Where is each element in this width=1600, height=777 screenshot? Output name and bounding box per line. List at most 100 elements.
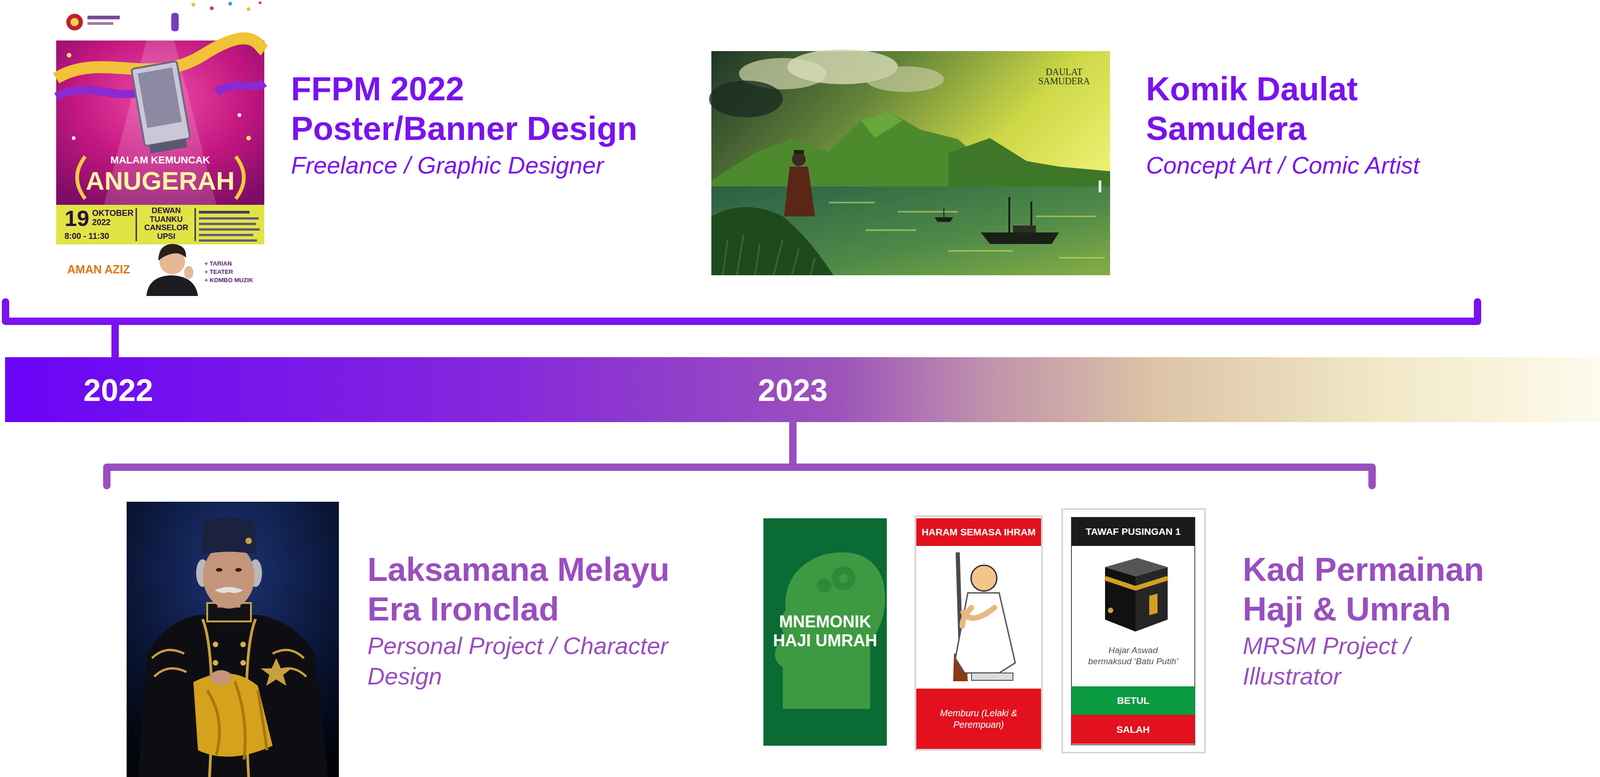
project-entry: Kad Permainan Haji & UmrahMRSM Project /…	[1242, 549, 1519, 692]
comic-landscape	[784, 166, 815, 217]
project-entry: Komik Daulat SamuderaConcept Art / Comic…	[1146, 69, 1423, 181]
question-card	[915, 516, 1042, 751]
answer-card	[1135, 567, 1168, 632]
card-text: Hajar Aswad bermaksud ‘Batu Putih’	[1071, 640, 1195, 673]
poster-illustration	[149, 139, 187, 154]
poster-illustration	[71, 136, 76, 140]
poster-illustration	[56, 204, 265, 245]
poster-illustration	[246, 135, 251, 141]
card-text: Memburu (Lelaki & Perempuan)	[916, 688, 1042, 750]
poster-illustration	[56, 0, 265, 297]
poster-text: + TARIAN	[204, 260, 264, 268]
character-illustration	[126, 501, 339, 777]
poster-illustration	[235, 156, 245, 199]
top-bracket	[111, 321, 119, 360]
comic-landscape	[791, 152, 806, 167]
comic-landscape	[980, 232, 1059, 245]
project-entry: Laksamana Melayu Era IroncladPersonal Pr…	[367, 549, 690, 692]
card-text: BETUL	[1071, 686, 1195, 716]
poster-illustration	[66, 52, 72, 58]
poster-illustration	[246, 7, 251, 12]
card-text: TAWAF PUSINGAN 1	[1071, 517, 1195, 547]
poster-text: 19	[62, 207, 92, 231]
poster-text: 8:00 - 11:30	[64, 232, 134, 242]
comic-landscape	[865, 66, 944, 93]
poster-illustration	[191, 2, 196, 7]
character-illustration	[212, 641, 219, 648]
answer-card	[1105, 567, 1136, 632]
comic-landscape	[934, 217, 954, 222]
project-entry: FFPM 2022 Poster/Banner DesignFreelance …	[290, 69, 655, 181]
poster-text: + TEATER	[204, 268, 264, 276]
poster-text: MALAM KEMUNCAK	[68, 154, 253, 166]
project-title: Kad Permainan Haji & Umrah	[1242, 549, 1519, 629]
poster-illustration	[198, 210, 250, 214]
character-illustration	[138, 615, 328, 777]
answer-card	[1149, 593, 1158, 616]
poster-illustration	[258, 1, 262, 5]
question-card	[955, 593, 1016, 674]
poster-illustration	[209, 6, 214, 11]
bottom-bracket	[789, 421, 797, 468]
mnemonic-card: MNEMONIK HAJI UMRAH	[763, 518, 887, 746]
poster-illustration	[184, 266, 194, 280]
year-label: 2022	[72, 371, 165, 409]
answer-card	[1071, 686, 1195, 716]
poster-illustration	[87, 22, 114, 25]
project-title: Laksamana Melayu Era Ironclad	[367, 549, 690, 629]
comic-landscape	[722, 234, 815, 276]
character-illustration	[209, 670, 233, 686]
poster-illustration	[131, 61, 191, 147]
answer-card	[1071, 715, 1195, 745]
poster-illustration	[171, 12, 179, 32]
comic-landscape	[709, 49, 1111, 276]
comic-landscape	[709, 80, 783, 118]
project-title: FFPM 2022 Poster/Banner Design	[290, 69, 655, 149]
poster-illustration	[198, 217, 259, 220]
character-illustration	[201, 517, 257, 555]
poster-illustration	[198, 233, 254, 237]
comic-landscape	[711, 207, 834, 276]
comic-landscape	[861, 111, 903, 139]
mnemonic-card	[816, 578, 832, 594]
comic-landscape	[711, 51, 1111, 276]
year-label: 2023	[746, 371, 839, 409]
card-text: MNEMONIK HAJI UMRAH	[763, 596, 887, 666]
poster-illustration	[198, 228, 260, 231]
bottom-bracket	[106, 467, 1373, 486]
comic-landscape	[793, 150, 804, 154]
poster-illustration	[228, 1, 233, 6]
comic-landscape	[1098, 180, 1102, 193]
mnemonic-card	[831, 566, 856, 591]
top-bracket	[5, 302, 1478, 322]
timeline-band	[5, 357, 1600, 423]
poster-text: + KOMBO MUZIK	[204, 277, 264, 285]
character-illustration	[203, 544, 255, 609]
question-card	[915, 516, 1042, 751]
poster-text: DEWAN TUANKU CANSELOR UPSI	[138, 206, 195, 242]
question-card	[963, 607, 995, 619]
poster-illustration	[137, 67, 182, 128]
answer-card	[1071, 517, 1195, 547]
character-illustration	[240, 641, 246, 648]
comic-title: DAULAT SAMUDERA	[1029, 67, 1099, 86]
character-illustration	[260, 658, 292, 687]
answer-card: TAWAF PUSINGAN 1 Hajar Aswad bermaksud ‘B…	[1062, 509, 1205, 753]
character-illustration	[126, 501, 339, 777]
project-role: Personal Project / Character Design	[367, 630, 690, 692]
comic-landscape	[943, 208, 945, 218]
question-card	[916, 688, 1042, 750]
poster-illustration	[131, 61, 192, 155]
answer-card	[1071, 517, 1195, 745]
poster-illustration	[66, 13, 83, 31]
question-card	[971, 673, 1013, 681]
character-illustration	[215, 568, 223, 572]
poster-illustration	[194, 208, 197, 242]
top-bracket	[5, 302, 1478, 360]
project-role: MRSM Project / Illustrator	[1242, 630, 1464, 692]
bottom-bracket	[106, 421, 1373, 486]
poster-illustration	[77, 156, 86, 199]
answer-card	[1062, 509, 1205, 753]
poster-text: ANUGERAH	[68, 166, 253, 196]
